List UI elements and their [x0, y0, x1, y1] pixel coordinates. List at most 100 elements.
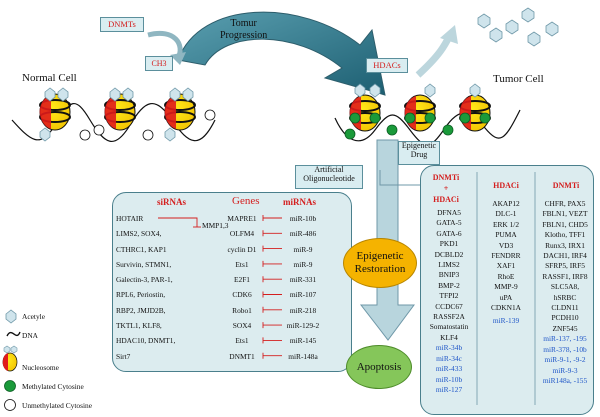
- methylated-cytosines: [344, 112, 491, 140]
- hdaci-gene: VD3: [498, 240, 514, 250]
- hdaci-gene: AKAP12: [492, 199, 520, 208]
- dnmti-hdaci-gene: CCDC67: [435, 301, 463, 311]
- artificial-oligonucleotide-tag: Artificial Oligonucleotide: [295, 165, 363, 189]
- normal-cell-label: Normal Cell: [22, 72, 77, 84]
- dnmti-gene: PCDH10: [551, 313, 579, 323]
- dnmti-hdaci-mirna: miR-10b: [435, 374, 463, 384]
- dnmti-mirna: miR-9-1, -9-2: [544, 355, 586, 365]
- dnmti-hdaci-gene: TFPI2: [439, 291, 459, 301]
- mirna-item: miR-148a: [288, 351, 318, 361]
- tumor-acetyl-groups: [354, 83, 481, 98]
- mirna-item: miR-486: [289, 229, 317, 239]
- sirna-item: CTHRC1, KAP1: [116, 244, 167, 254]
- hdac-acetyl-arrowhead: [440, 25, 458, 44]
- dnmti-mirna: miR148a, -155: [542, 375, 588, 385]
- ch3-tag: CH3: [145, 56, 173, 71]
- dnmti-hdaci-gene: BMP-2: [438, 280, 460, 290]
- apoptosis-oval: Apoptosis: [346, 345, 412, 389]
- dnmti-hdaci-mirna: miR-34c: [436, 353, 462, 363]
- gene-item: Ets1: [235, 336, 249, 346]
- hdaci-gene: RhoE: [497, 271, 515, 281]
- sirna-mirna-panel: [112, 192, 352, 372]
- normal-nucleosomes: [39, 93, 196, 131]
- hdaci-gene: CDKN1A: [491, 303, 521, 313]
- hdacs-tag: HDACs: [366, 58, 408, 73]
- legend-unmethylated-cytosine: Unmethylated Cytosine: [22, 401, 92, 410]
- sirna-item: Survivin, STMN1,: [116, 259, 172, 269]
- dnmti-header: DNMTi: [552, 181, 580, 190]
- hdaci-gene: PUMA: [495, 230, 517, 240]
- dnmti-mirna: miR-9-3: [552, 365, 578, 375]
- dnmti-gene: FBLN1, CHD5: [542, 219, 588, 229]
- hdaci-gene: MMP-9: [494, 282, 518, 292]
- oligo-connector: [379, 170, 420, 186]
- dnmti-hdaci-mirna: miR-34b: [435, 343, 463, 353]
- mirna-item: miR-129-2: [286, 321, 320, 331]
- dnmti-gene: hSRBC: [553, 292, 577, 302]
- legend-methylated-cytosine: Methylated Cytosine: [22, 382, 84, 391]
- dnmti-gene: Runx3, IRX1: [545, 240, 585, 250]
- dnmti-hdaci-header: DNMTi + HDACi: [432, 173, 460, 204]
- epigenetic-restoration-oval: Epigenetic Restoration: [343, 238, 417, 288]
- dnmts-tag: DNMTs: [100, 17, 144, 32]
- dnmti-gene: DACH1, IRF4: [543, 251, 587, 261]
- mmp-label: MMP1,3: [202, 221, 229, 230]
- sirna-item: RPL6, Periostin,: [116, 290, 166, 300]
- mirna-list: miR-10b miR-486 miR-9 miR-9 miR-331 miR-107 mi…: [280, 214, 326, 367]
- dnmti-gene: Klotho, TFF1: [544, 230, 586, 240]
- gene-item: Ets1: [235, 259, 249, 269]
- dnmti-hdaci-gene: LIMS2: [438, 260, 460, 270]
- gene-item: OLFM4: [229, 229, 255, 239]
- mirna-item: miR-331: [289, 275, 317, 285]
- dnmti-gene: CLDN11: [551, 303, 579, 313]
- legend-nucleosome: Nucleosome: [22, 363, 59, 372]
- dnmti-mirna: miR-378, -10b: [543, 344, 587, 354]
- dnmti-gene: RASSF1, IRF8: [542, 271, 588, 281]
- tumor-progression-label: Tomur Progression: [220, 18, 268, 41]
- legend-acetyle: Acetyle: [22, 312, 45, 321]
- legend-dna: DNA: [22, 331, 39, 340]
- gene-item: MAPRE1: [227, 214, 257, 223]
- sirna-item: HDAC10, DNMT1,: [116, 336, 176, 346]
- dnmti-hdaci-gene: GATA-5: [436, 218, 462, 228]
- dnmti-gene: SFRP5, IRF5: [545, 261, 585, 271]
- hdaci-gene: DLC-1: [495, 209, 517, 219]
- mirna-item: miR-10b: [289, 214, 317, 223]
- gene-item: SOX4: [232, 321, 252, 331]
- floating-acetyl-groups: [477, 7, 559, 47]
- hdaci-gene: uPA: [499, 292, 513, 302]
- sirna-item: HOTAIR: [116, 214, 144, 223]
- dnmti-hdaci-gene: PKD1: [439, 239, 459, 249]
- mirna-item: miR-9: [293, 259, 313, 269]
- hdaci-gene: XAF1: [496, 261, 516, 271]
- genes-header: Genes: [232, 195, 260, 207]
- dnmt-ch3-arrowhead: [170, 52, 186, 65]
- legend-icons: [2, 309, 21, 411]
- dnmti-mirna: miR-137, -195: [543, 334, 587, 344]
- dnmti-hdaci-gene: KLF4: [440, 332, 458, 342]
- mirnas-header: miRNAs: [283, 197, 316, 207]
- sirna-item: Sirt7: [116, 351, 131, 361]
- mirna-item: miR-107: [289, 290, 317, 300]
- hdaci-gene: ERK 1/2: [492, 219, 520, 229]
- tumor-nucleosomes: [349, 94, 491, 132]
- epigenetic-drug-tag: Epigenetic Drug: [398, 141, 440, 165]
- sirna-item: TKTL1, KLF8,: [116, 321, 162, 331]
- sirna-item: LIMS2, SOX4,: [116, 229, 162, 239]
- dnmti-gene: SLC5A8,: [550, 282, 580, 292]
- dnmti-hdaci-mirna: miR-433: [435, 364, 463, 374]
- unmethylated-cytosines: [79, 109, 216, 141]
- dnmti-gene: CHFR, PAX5: [544, 199, 586, 208]
- tumor-cell-label: Tumor Cell: [493, 73, 544, 85]
- normal-acetyl-groups: [39, 87, 194, 142]
- mirna-item: miR-9: [293, 244, 313, 254]
- dnmti-hdaci-gene: GATA-6: [436, 228, 462, 238]
- dnmti-gene: FBLN1, VEZT: [542, 209, 588, 219]
- dnmti-hdaci-gene: BNIP3: [438, 270, 460, 280]
- dnmti-gene: ZNF545: [552, 323, 578, 333]
